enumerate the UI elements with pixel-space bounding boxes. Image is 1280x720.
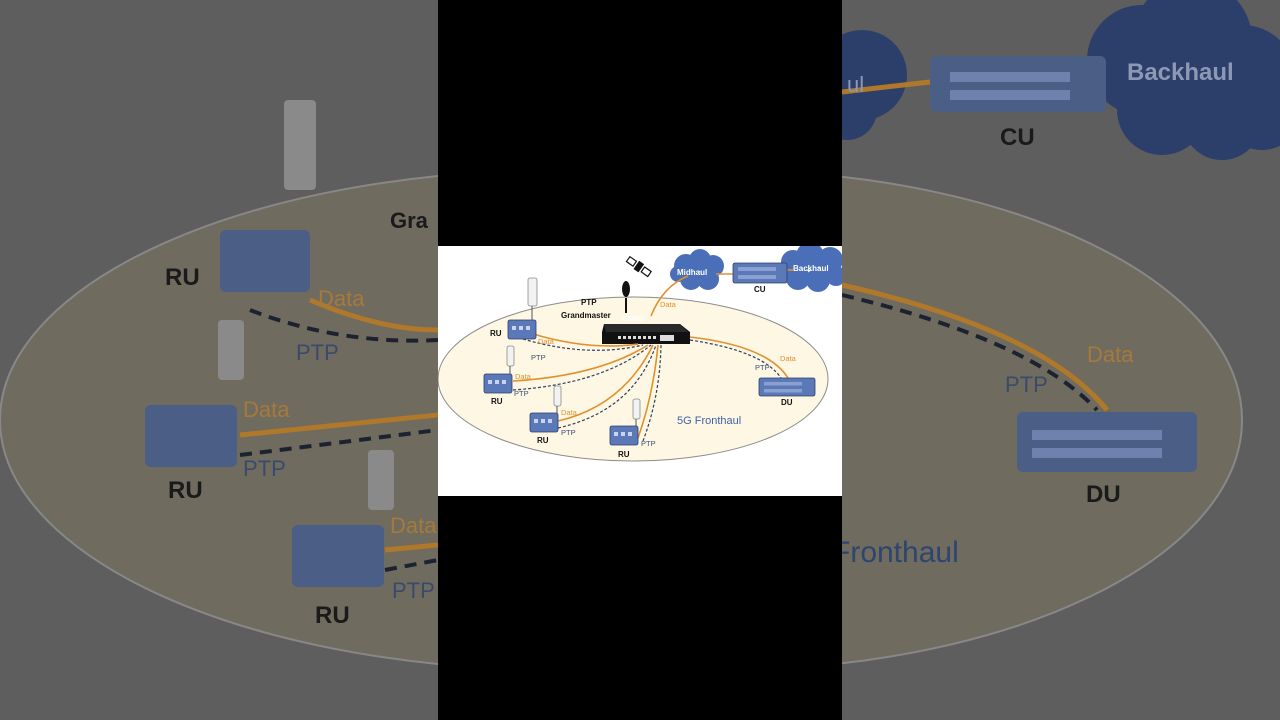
ru-label-2: RU bbox=[491, 397, 503, 406]
data-label-du: Data bbox=[780, 354, 797, 363]
ru-unit-2 bbox=[483, 345, 515, 394]
ru-unit-4 bbox=[609, 398, 641, 446]
svg-text:PTP: PTP bbox=[392, 578, 435, 603]
backhaul-cloud bbox=[777, 246, 842, 292]
fronthaul-diagram-svg: GNSS PTP Grandmaster Midhaul Backhaul CU… bbox=[438, 246, 842, 462]
fronthaul-label: 5G Fronthaul bbox=[677, 415, 741, 427]
gnss-antenna-icon bbox=[622, 281, 630, 313]
midhaul-label: Midhaul bbox=[677, 268, 707, 277]
svg-text:PTP: PTP bbox=[243, 456, 286, 481]
svg-text:Gra: Gra bbox=[390, 208, 429, 233]
ptp-label-du: PTP bbox=[755, 363, 770, 372]
svg-text:DU: DU bbox=[1086, 481, 1121, 508]
ptp-label-3: PTP bbox=[561, 428, 576, 437]
cu-label: CU bbox=[754, 285, 766, 294]
data-label-2: Data bbox=[515, 372, 532, 381]
svg-text:Data: Data bbox=[243, 397, 290, 422]
grandmaster-switch bbox=[602, 324, 690, 344]
background-left-graphic: RU RU RU Data Data Data PTP PTP PTP Gra bbox=[0, 100, 438, 665]
du-label: DU bbox=[781, 398, 793, 407]
grandmaster-label: Grandmaster bbox=[561, 311, 611, 320]
ru-links bbox=[512, 332, 789, 442]
svg-text:Backhaul: Backhaul bbox=[1127, 59, 1234, 86]
svg-text:Data: Data bbox=[318, 286, 365, 311]
background-blur-right: CU DU Backhaul Data PTP Fronthaul ul bbox=[842, 0, 1280, 720]
data-label-3: Data bbox=[561, 408, 578, 417]
du-server bbox=[758, 377, 816, 397]
svg-text:RU: RU bbox=[165, 264, 200, 291]
ptp-label-1: PTP bbox=[531, 353, 546, 362]
ru-label-4: RU bbox=[618, 450, 630, 459]
backhaul-label: Backhaul bbox=[793, 264, 829, 273]
svg-text:CU: CU bbox=[1000, 124, 1035, 151]
svg-text:PTP: PTP bbox=[1005, 372, 1048, 397]
svg-text:RU: RU bbox=[168, 477, 203, 504]
svg-text:Data: Data bbox=[1087, 342, 1134, 367]
background-blur-left: RU RU RU Data Data Data PTP PTP PTP Gra bbox=[0, 0, 438, 720]
ptp-grandmaster-label: PTP bbox=[581, 298, 597, 307]
ru-label-1: RU bbox=[490, 329, 502, 338]
satellite-icon bbox=[625, 255, 653, 278]
svg-text:RU: RU bbox=[315, 602, 350, 629]
ptp-label-2: PTP bbox=[514, 389, 529, 398]
background-right-graphic: CU DU Backhaul Data PTP Fronthaul ul bbox=[842, 0, 1280, 665]
ru-label-3: RU bbox=[537, 436, 549, 445]
gnss-label: GNSS bbox=[622, 314, 643, 323]
svg-text:ul: ul bbox=[847, 72, 864, 97]
ptp-label-4: PTP bbox=[641, 439, 656, 448]
svg-text:Fronthaul: Fronthaul bbox=[842, 536, 959, 569]
data-label-1: Data bbox=[538, 337, 555, 346]
cu-server bbox=[732, 262, 788, 284]
midhaul-cloud bbox=[670, 249, 724, 290]
svg-text:PTP: PTP bbox=[296, 340, 339, 365]
svg-text:Data: Data bbox=[390, 513, 437, 538]
network-diagram: GNSS PTP Grandmaster Midhaul Backhaul CU… bbox=[438, 246, 842, 496]
ru-unit-3 bbox=[529, 385, 562, 433]
data-label-gm: Data bbox=[660, 300, 677, 309]
ru-unit-1 bbox=[507, 277, 538, 340]
